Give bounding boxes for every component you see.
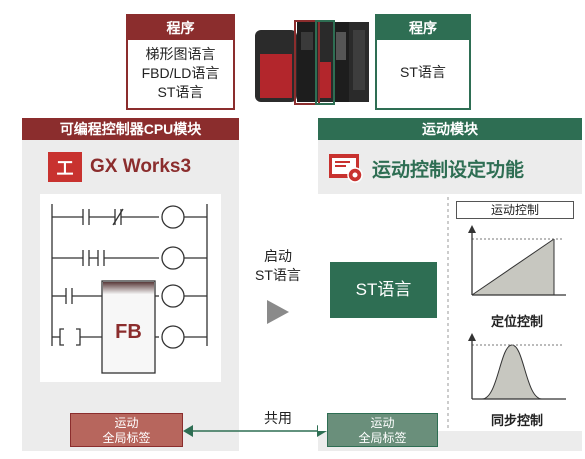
double-arrow-icon [183, 425, 327, 437]
program-language-ladder: 梯形图语言 [145, 46, 216, 62]
shared-text: 共用 [264, 410, 292, 426]
program-callout-left-header: 程序 [128, 16, 233, 40]
program-callout-left: 程序 梯形图语言 FBD/LD语言 ST语言 [126, 14, 235, 110]
global-label-left: 运动 全局标签 [70, 413, 183, 447]
start-text-line2: ST语言 [255, 267, 301, 283]
motion-control-box: 运动控制 [456, 201, 574, 219]
motion-setting-title-row: 运动控制设定功能 [328, 152, 524, 184]
global-label-right-line2: 全局标签 [358, 431, 407, 445]
motion-setting-icon [329, 154, 363, 183]
sync-graph [468, 333, 566, 400]
sync-label: 同步控制 [490, 413, 543, 428]
global-label-left-line1: 运动 [114, 416, 139, 430]
motion-module-header: 运动模块 [318, 118, 582, 140]
global-label-right: 运动 全局标签 [327, 413, 438, 447]
ladder-diagram [51, 204, 208, 374]
fb-label: FB [115, 321, 142, 343]
start-st-text: 启动 ST语言 [240, 247, 316, 285]
gx-works3-title: GX Works3 [90, 156, 192, 177]
plc-hardware-image [255, 20, 369, 105]
positioning-label: 定位控制 [490, 314, 543, 329]
program-callout-right-header: 程序 [377, 16, 469, 40]
st-language-box: ST语言 [330, 262, 437, 318]
positioning-graph [468, 225, 566, 296]
gx-works3-title-row: 工 GX Works3 [48, 152, 191, 182]
svg-text:工: 工 [57, 159, 74, 179]
program-language-fbd: FBD/LD语言 [141, 65, 220, 81]
gx-works3-logo-icon: 工 [48, 152, 82, 182]
program-callout-right: 程序 ST语言 [375, 14, 471, 110]
global-label-right-line1: 运动 [370, 416, 395, 430]
start-text-line1: 启动 [264, 248, 292, 264]
program-language-st: ST语言 [157, 84, 204, 100]
global-label-left-line2: 全局标签 [102, 431, 151, 445]
plc-cpu-header: 可编程控制器CPU模块 [22, 118, 239, 140]
dashed-divider [447, 197, 449, 429]
play-arrow-icon [267, 300, 289, 324]
motion-setting-title: 运动控制设定功能 [372, 159, 525, 181]
program-language-st-right: ST语言 [400, 64, 446, 80]
fb-block [101, 280, 156, 374]
